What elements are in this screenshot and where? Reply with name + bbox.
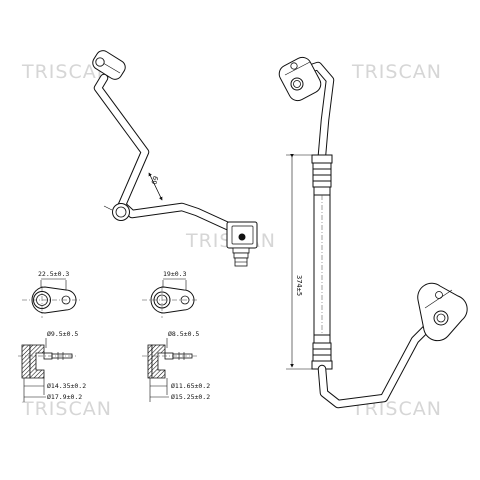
right-pipe-bottom-connector	[417, 282, 468, 342]
fitting-2-outer-diameter: Ø15.25±0.2	[171, 393, 210, 401]
right-pipe-upper-crimp	[311, 154, 333, 196]
right-pipe-lower-crimp	[311, 334, 333, 370]
fitting-2-top-dimension: 19±0.3	[163, 270, 187, 278]
right-pipe-dimension: 374±5	[295, 275, 303, 296]
watermark-bottom-left: TRISCAN	[21, 398, 112, 420]
right-pipe-length-dimension: 374±5	[286, 154, 312, 370]
fitting-detail-2: 19±0.3 Ø8.5±0.5 Ø11.65±0.2 Ø15.25±0.2	[142, 270, 210, 402]
fitting-detail-1: 22.5±0.3 Ø9.5±0.5 Ø14.35±0.2 Ø17.9±0.2	[18, 270, 86, 402]
left-pipe-dimension: 69	[150, 175, 160, 185]
right-pipe-top-connector	[278, 56, 335, 160]
fitting-1-inner-diameter: Ø14.35±0.2	[47, 382, 86, 390]
fitting-1-top-dimension: 22.5±0.3	[38, 270, 69, 278]
left-pipe-end-connector	[226, 221, 258, 267]
fitting-1-outer-diameter: Ø17.9±0.2	[47, 393, 82, 401]
fitting-2-bore-dimension: Ø8.5±0.5	[168, 330, 199, 338]
right-pipe: 374±5	[278, 56, 468, 409]
left-pipe: 69	[92, 50, 258, 267]
watermark-top-right: TRISCAN	[351, 61, 442, 83]
fitting-1-bore-dimension: Ø9.5±0.5	[47, 330, 78, 338]
left-pipe-top-connector	[92, 50, 126, 80]
watermark-top-left: TRISCAN	[21, 61, 112, 83]
fitting-2-inner-diameter: Ø11.65±0.2	[171, 382, 210, 390]
